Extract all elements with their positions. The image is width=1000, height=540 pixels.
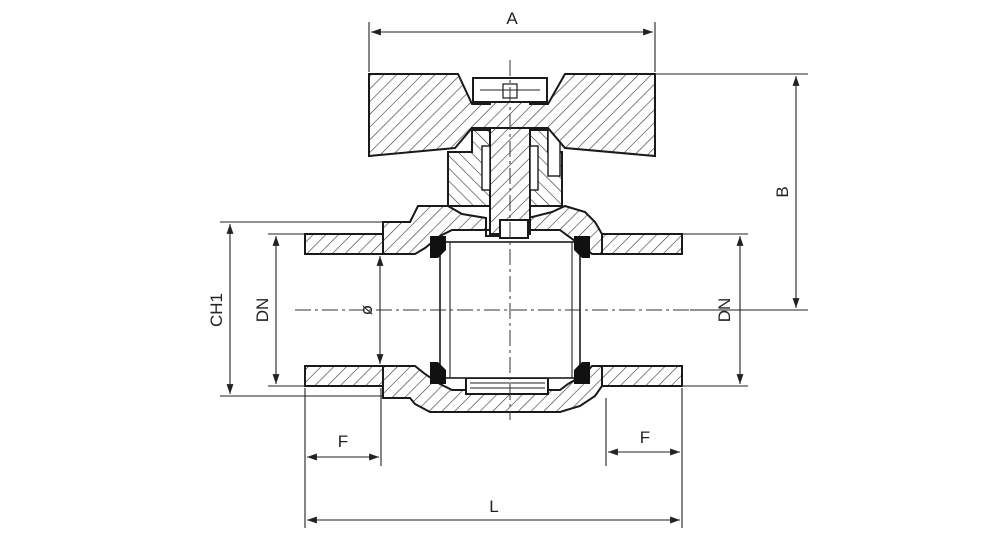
seat-bottom-left (430, 362, 446, 384)
left-end-top-wall (304, 233, 384, 255)
dim-label-dn-left: DN (253, 298, 272, 323)
dim-label-ch1: CH1 (207, 293, 226, 327)
right-end-top-wall (601, 233, 683, 255)
stem-seal-right (529, 145, 539, 191)
dim-label-dn-right: DN (715, 298, 734, 323)
seat-bottom-right (574, 362, 590, 384)
seat-top-left (430, 236, 446, 258)
dim-label-b: B (773, 186, 792, 197)
butterfly-handle (368, 73, 656, 158)
dim-label-bore: ø (357, 305, 376, 315)
dim-label-f-right: F (640, 428, 650, 447)
dim-label-l: L (489, 497, 498, 516)
seat-top-right (574, 236, 590, 258)
stem-tip (499, 219, 529, 239)
dim-label-a: A (506, 9, 518, 28)
stem-assembly (368, 73, 656, 239)
dim-label-f-left: F (338, 432, 348, 451)
body-bottom-recess (465, 377, 549, 395)
left-end-bottom-wall (304, 365, 384, 387)
right-end-bottom-wall (601, 365, 683, 387)
stem-seal-left (481, 145, 491, 191)
dimensions: A B CH1 DN DN ø F F (207, 9, 808, 528)
